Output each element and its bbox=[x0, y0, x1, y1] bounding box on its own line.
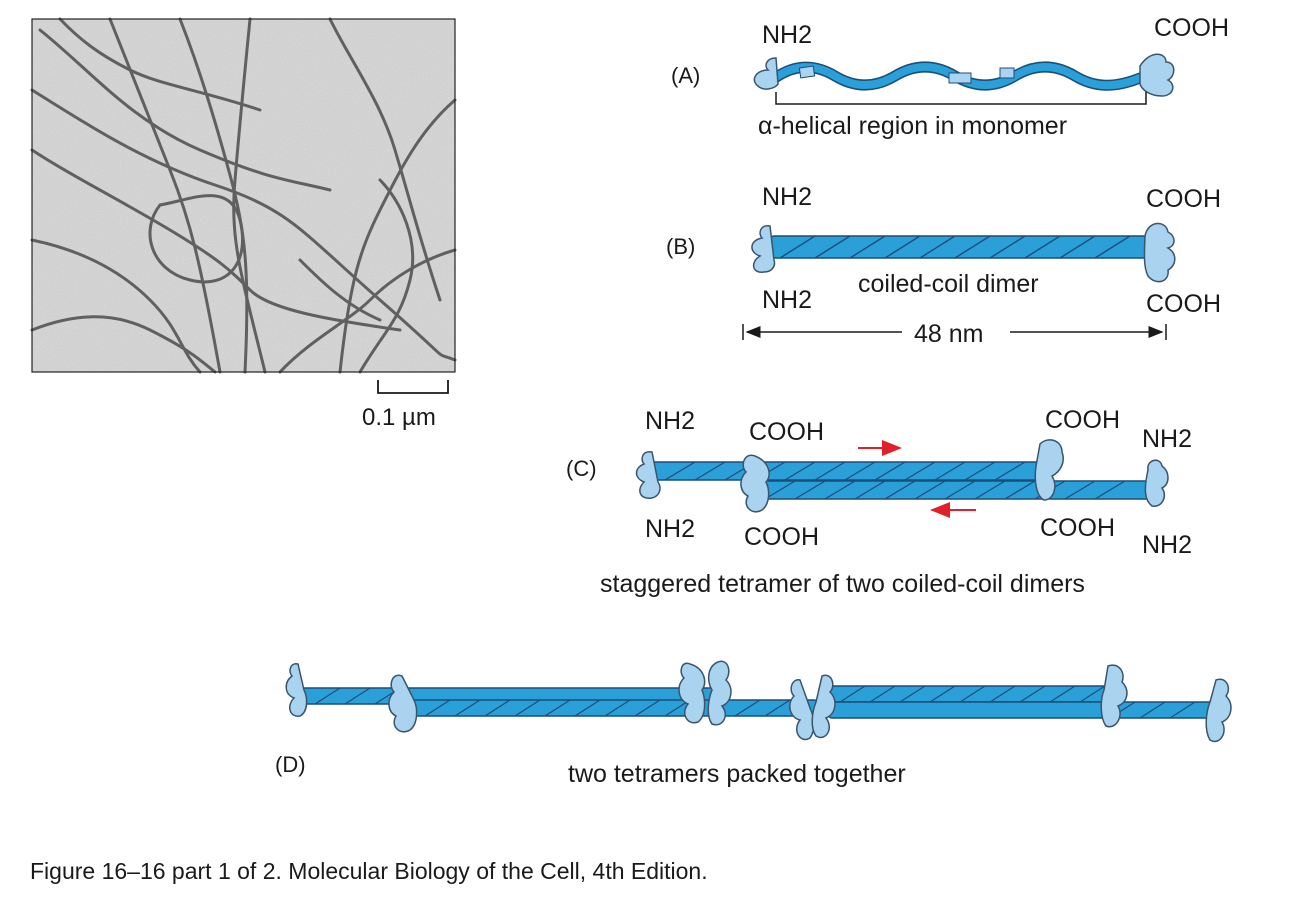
coil-twist-lines bbox=[779, 235, 1131, 259]
head bbox=[1100, 664, 1128, 728]
linker-segment bbox=[798, 65, 816, 79]
panel-c-letter: (C) bbox=[566, 456, 597, 481]
head bbox=[678, 662, 706, 724]
head-right-cooh bbox=[1034, 439, 1064, 501]
figure-caption: Figure 16–16 part 1 of 2. Molecular Biol… bbox=[30, 858, 708, 884]
panel-b-nh2-bottom: NH2 bbox=[762, 286, 812, 314]
head bbox=[811, 674, 836, 739]
c-head bbox=[1139, 53, 1175, 97]
strand-3 bbox=[819, 685, 1121, 703]
head bbox=[789, 679, 815, 741]
head bbox=[707, 660, 732, 726]
head-left-nh2 bbox=[635, 451, 661, 499]
coiled-coil-dimer bbox=[751, 222, 1176, 283]
figure-canvas: 0.1 µm (A) NH2 COOH α-helical region in … bbox=[30, 14, 1232, 788]
n-head bbox=[753, 57, 779, 90]
packed-tetramers bbox=[285, 660, 1232, 743]
staggered-tetramer bbox=[635, 439, 1169, 513]
panel-c-nh2-top-right: NH2 bbox=[1142, 425, 1192, 453]
panel-c-cooh-bottom-left: COOH bbox=[744, 523, 819, 551]
panel-c-nh2-top-left: NH2 bbox=[645, 407, 695, 435]
panel-a-letter: (A) bbox=[671, 63, 700, 88]
lower-dimer bbox=[751, 480, 1153, 500]
panel-b-letter: (B) bbox=[666, 234, 695, 259]
head bbox=[388, 674, 418, 733]
head bbox=[285, 663, 308, 717]
packed-label: two tetramers packed together bbox=[568, 760, 906, 788]
panel-c-cooh-bottom-right: COOH bbox=[1040, 514, 1115, 542]
head-left-cooh bbox=[740, 454, 770, 513]
n-heads bbox=[751, 225, 776, 273]
strand-twist bbox=[314, 685, 1196, 719]
helical-region-label: α-helical region in monomer bbox=[758, 112, 1067, 140]
panel-b-nh2-top: NH2 bbox=[762, 183, 812, 211]
head bbox=[1205, 678, 1232, 743]
length-dimension bbox=[742, 324, 1167, 340]
panel-c-nh2-bottom-right: NH2 bbox=[1142, 531, 1192, 559]
tetramer-label: staggered tetramer of two coiled-coil di… bbox=[600, 570, 1085, 598]
panel-c-nh2-bottom-left: NH2 bbox=[645, 515, 695, 543]
panel-b-cooh-top: COOH bbox=[1146, 185, 1221, 213]
scale-bar bbox=[377, 380, 449, 394]
c-heads bbox=[1143, 222, 1176, 283]
monomer bbox=[753, 53, 1175, 97]
strand-4 bbox=[827, 701, 1229, 719]
electron-micrograph bbox=[30, 17, 457, 374]
panel-d-letter: (D) bbox=[275, 752, 306, 777]
panel-b-cooh-bottom: COOH bbox=[1146, 290, 1221, 318]
linker-segment bbox=[948, 72, 972, 84]
linker-segment bbox=[999, 67, 1015, 79]
panel-c-cooh-top-right: COOH bbox=[1045, 406, 1120, 434]
dimer-label: coiled-coil dimer bbox=[858, 270, 1039, 298]
length-label: 48 nm bbox=[914, 320, 983, 348]
helical-region-bracket bbox=[775, 92, 1147, 105]
head-right-nh2 bbox=[1144, 459, 1169, 507]
scale-bar-label: 0.1 µm bbox=[362, 404, 436, 431]
upper-dimer-twist bbox=[664, 461, 1026, 481]
panel-a-cooh-label: COOH bbox=[1154, 14, 1229, 42]
filaments bbox=[30, 17, 457, 374]
panel-c-cooh-top-left: COOH bbox=[749, 418, 824, 446]
panel-a-nh2-label: NH2 bbox=[762, 21, 812, 49]
